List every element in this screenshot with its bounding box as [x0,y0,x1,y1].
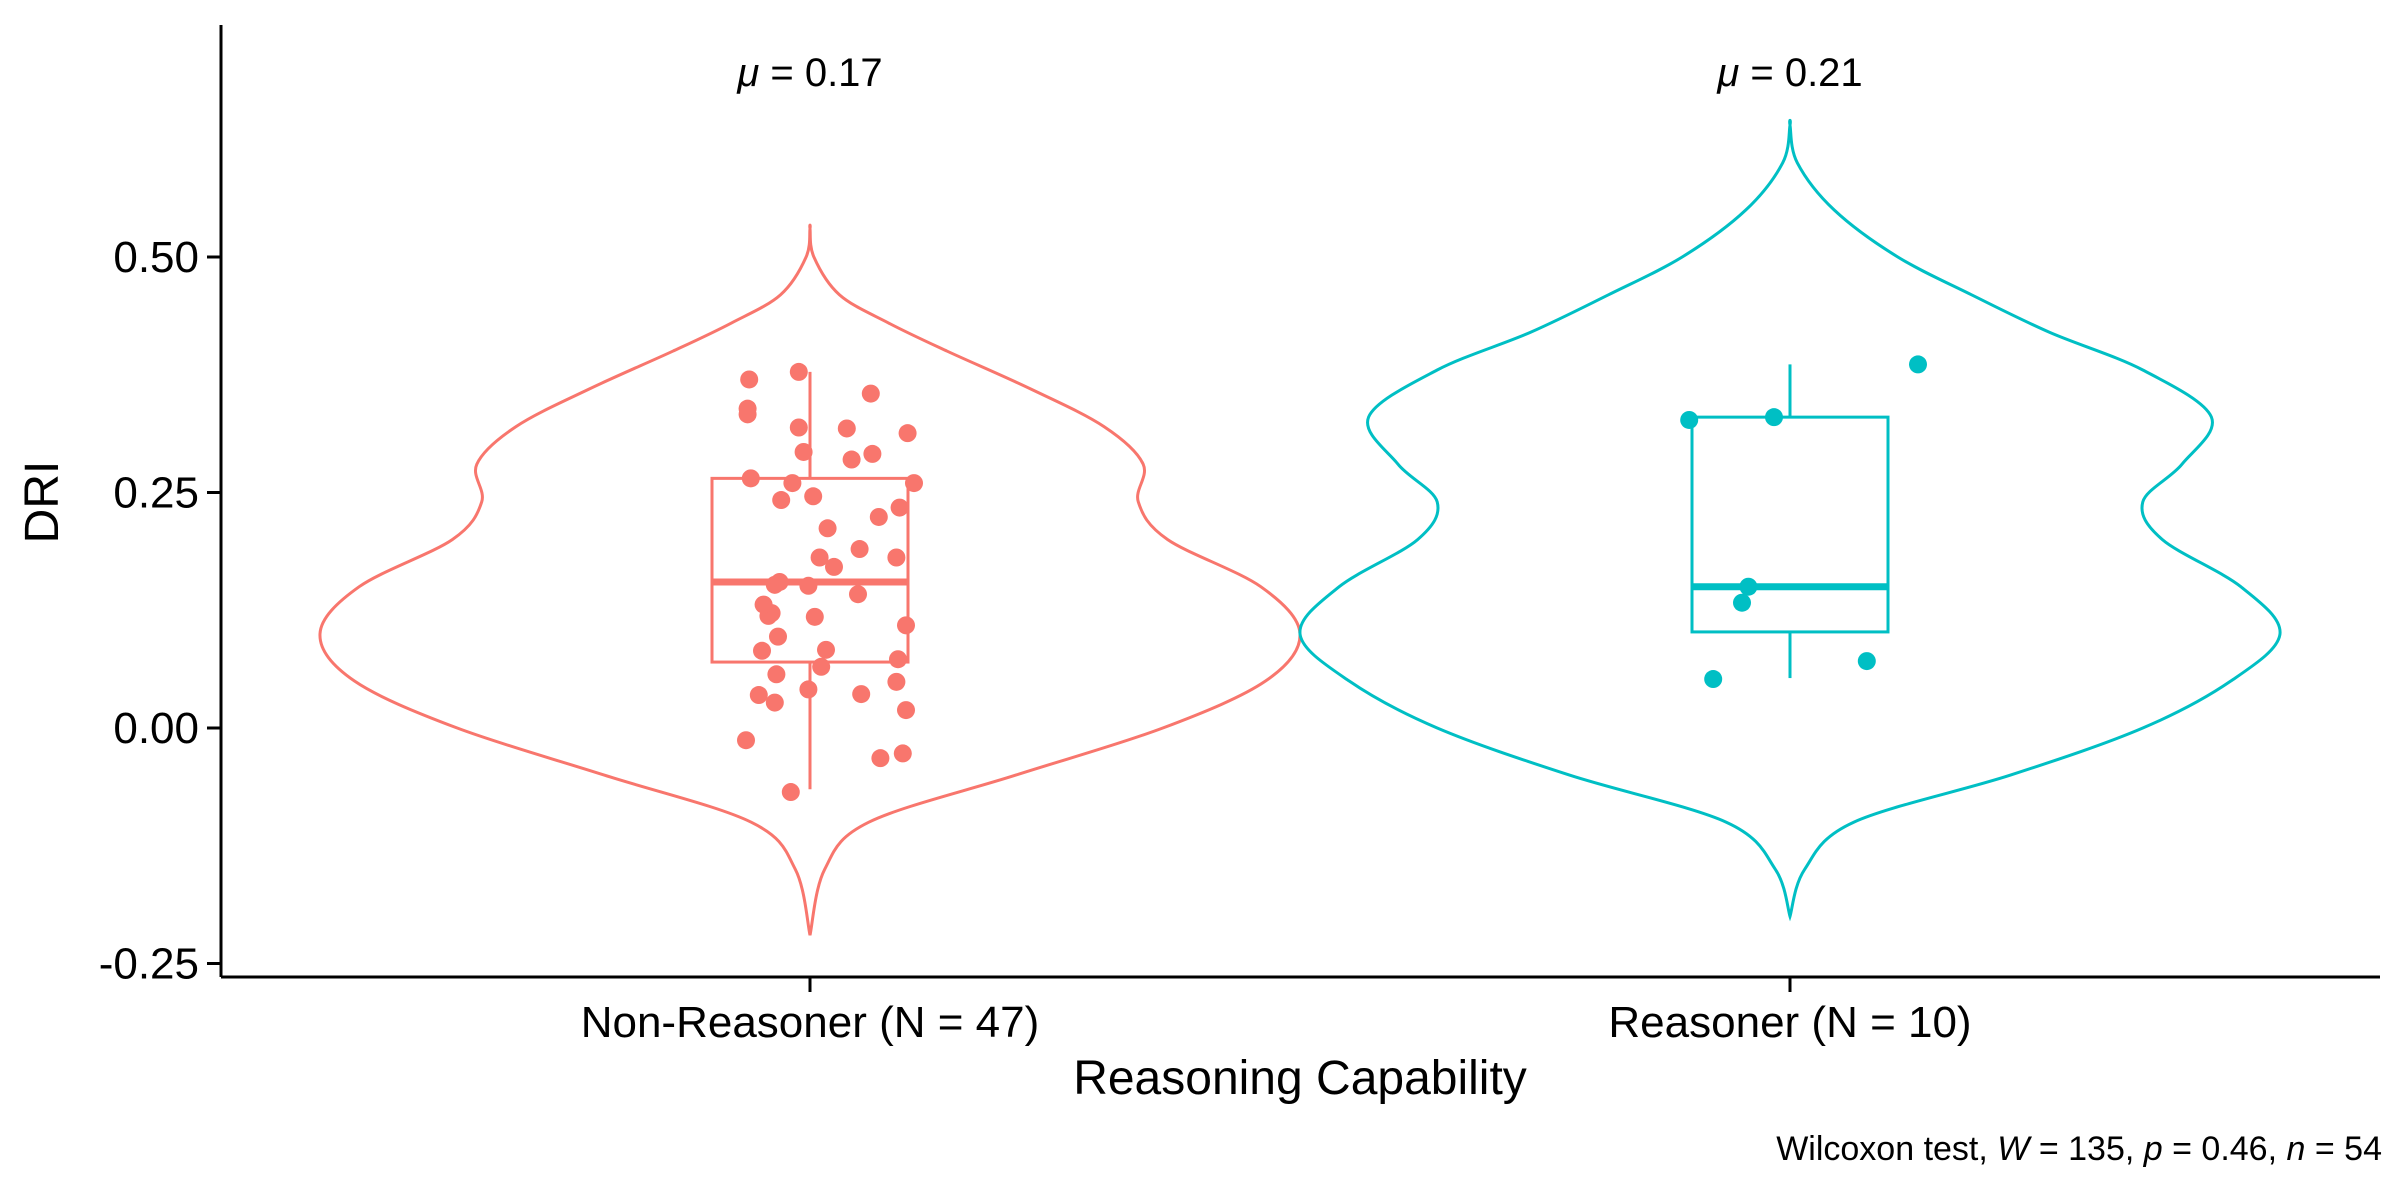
data-point [770,572,789,591]
mean-symbol: μ [736,51,759,95]
violin-outline [318,223,1302,936]
data-point [898,424,917,443]
data-point [749,686,768,705]
box-iqr [710,476,910,664]
data-point [1857,652,1876,671]
data-point [893,744,912,763]
mean-value: = 0.21 [1739,51,1862,95]
violin-outline [1298,118,2282,922]
data-point [905,474,923,493]
data-point [849,585,867,604]
data-point [741,469,760,488]
data-point [890,498,909,517]
data-point [825,557,843,576]
data-point [799,680,818,699]
data-point [887,672,906,691]
data-point [1680,410,1699,429]
data-point [772,491,791,510]
mean-value: = 0.17 [759,51,882,95]
data-point [783,474,802,493]
data-point [753,641,771,660]
data-point [767,665,786,684]
data-point [837,419,856,438]
data-point [1704,670,1723,689]
data-point [897,701,915,720]
data-point [740,370,759,389]
data-point [794,442,813,461]
data-point [897,616,915,635]
y-tick-label: -0.25 [99,940,199,989]
data-point [817,640,835,659]
data-point [861,384,880,403]
x-tick-label: Reasoner (N = 10) [1608,998,1971,1047]
data-point [812,657,831,676]
data-point [799,576,818,595]
data-point [842,450,861,469]
box-iqr [1690,415,1890,634]
data-point [1733,593,1751,612]
data-point [863,444,882,463]
data-point [789,418,808,437]
data-point [765,693,784,712]
mean-symbol: μ [1716,51,1739,95]
data-point [781,783,800,802]
y-axis-title: DRI [16,461,69,544]
data-point [805,607,824,626]
mean-label: μ = 0.21 [1716,51,1862,95]
data-point [871,749,890,768]
data-point [887,548,906,567]
x-axis-title: Reasoning Capability [1073,1052,1527,1105]
data-point [804,487,823,506]
violin-group: μ = 0.17 [318,51,1302,936]
y-tick-label: 0.50 [113,233,199,282]
data-point [869,507,888,526]
data-point [1765,408,1783,427]
data-point [769,627,787,646]
mean-label: μ = 0.17 [736,51,882,95]
x-tick-label: Non-Reasoner (N = 47) [581,998,1040,1047]
test-caption: Wilcoxon test, W = 135, p = 0.46, n = 54 [1776,1130,2382,1168]
data-point [810,548,829,567]
data-point [1739,577,1758,596]
data-point [818,519,837,538]
data-point [1909,355,1927,374]
data-point [852,685,871,704]
data-point [737,731,755,750]
data-point [738,405,757,424]
y-tick-label: 0.25 [113,469,199,518]
violin-group: μ = 0.21 [1298,51,2282,922]
data-point [850,540,869,559]
data-point [789,362,808,381]
y-tick-label: 0.00 [113,704,199,753]
data-point [889,650,907,669]
data-point [754,595,773,614]
